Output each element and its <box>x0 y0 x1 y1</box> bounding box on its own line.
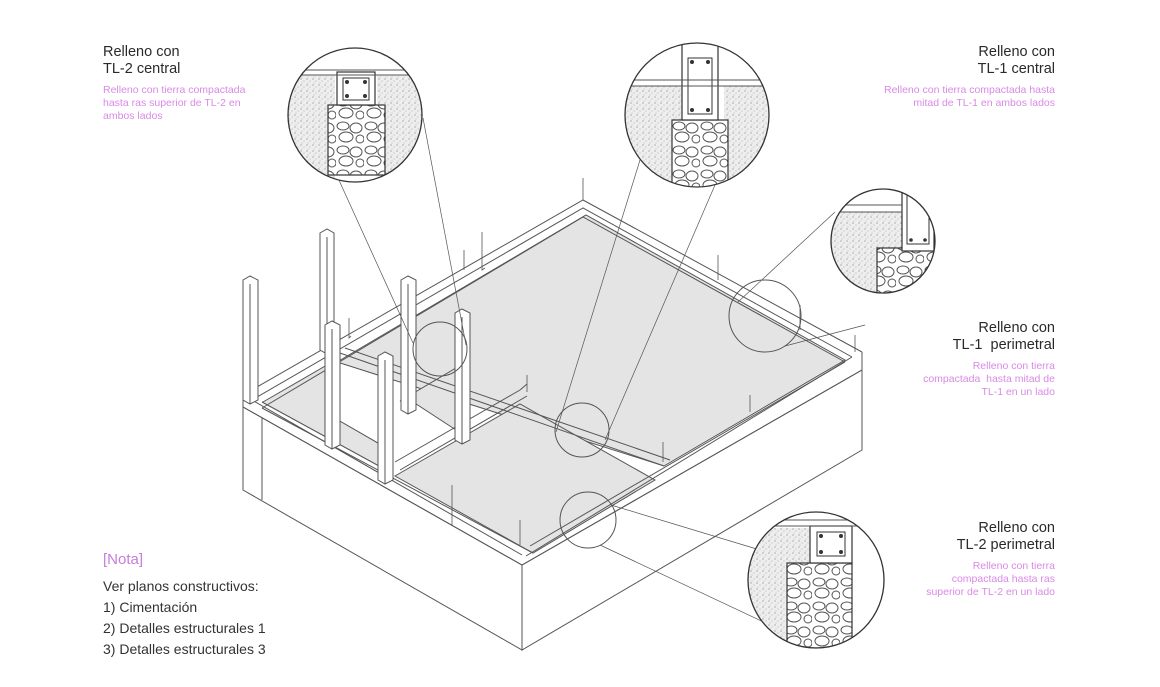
note-title: [Nota] <box>103 551 144 568</box>
callout-description: Relleno con tierra compactada hasta mita… <box>883 84 1055 109</box>
callout-description: Relleno con tierra compactada hasta mita… <box>923 360 1058 398</box>
callout-title-line1: Relleno con <box>103 44 180 60</box>
callout-description: Relleno con tierra compactada hasta ras … <box>103 84 246 122</box>
columns <box>242 228 471 485</box>
callout-tl1-perimetral: Relleno con TL-1 perimetral Relleno con … <box>905 320 1055 399</box>
note-intro: Ver planos constructivos: <box>103 578 259 594</box>
detail-circle-tl1-perimetral <box>830 188 936 294</box>
callout-title-line1: Relleno con <box>978 520 1055 536</box>
callout-title-line2: TL-2 perimetral <box>956 537 1055 553</box>
note-item: 2) Detalles estructurales 1 <box>103 620 266 636</box>
tie-beams <box>242 199 863 566</box>
callout-tl2-central: Relleno con TL-2 central Relleno con tie… <box>103 44 273 123</box>
callout-title-line1: Relleno con <box>978 44 1055 60</box>
callout-title-line1: Relleno con <box>978 320 1055 336</box>
callout-tl2-perimetral: Relleno con TL-2 perimetral Relleno con … <box>920 520 1055 599</box>
detail-circle-tl1-central <box>624 42 770 188</box>
note-item: 1) Cimentación <box>103 599 198 615</box>
callout-title-line2: TL-1 perimetral <box>952 337 1055 353</box>
detail-circle-tl2-central <box>287 47 423 183</box>
callout-title-line2: TL-2 central <box>103 61 181 77</box>
callout-title-line2: TL-1 central <box>977 61 1055 77</box>
detail-circle-tl2-perimetral <box>747 511 885 649</box>
callout-tl1-central: Relleno con TL-1 central Relleno con tie… <box>880 44 1055 110</box>
note-item: 3) Detalles estructurales 3 <box>103 641 266 657</box>
detail-markers <box>412 279 802 549</box>
note-body: Ver planos constructivos: 1) Cimentación… <box>103 576 266 660</box>
leader-lines <box>337 117 866 626</box>
callout-description: Relleno con tierra compactada hasta ras … <box>926 560 1055 598</box>
